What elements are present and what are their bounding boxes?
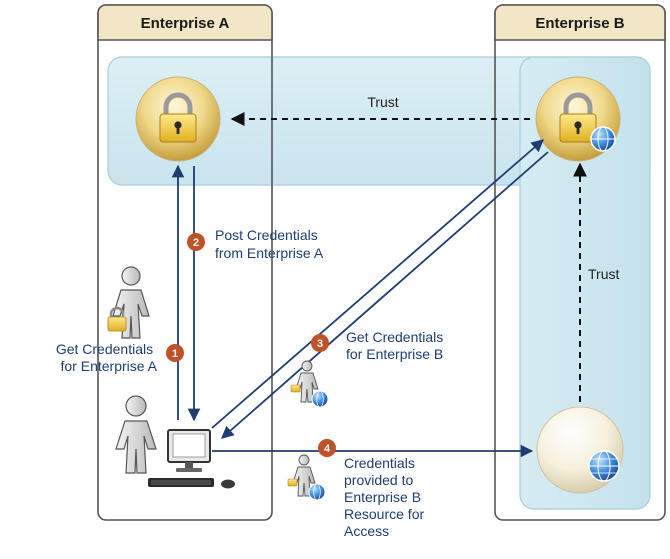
user-with-lock-icon xyxy=(107,266,150,339)
step-4-badge: 4 xyxy=(318,439,336,457)
step-4-label-line: Credentials xyxy=(344,455,415,471)
globe-icon xyxy=(590,126,616,152)
enterprise-b-resource xyxy=(536,406,624,494)
user-icon xyxy=(115,395,157,474)
step-4-label: Credentials provided to Enterprise B Res… xyxy=(344,455,428,539)
user-with-globe-icon xyxy=(287,454,326,501)
step-3-arrow-up xyxy=(211,139,544,429)
computer-icon xyxy=(148,429,235,489)
step-3-badge: 3 xyxy=(311,334,329,352)
step-1-label: Get Credentials for Enterprise A xyxy=(56,341,158,374)
lock-icon xyxy=(159,92,197,143)
step-2-label-line: Post Credentials xyxy=(215,227,318,243)
enterprise-a-box: Enterprise A xyxy=(97,4,273,521)
step-1-number: 1 xyxy=(172,348,178,360)
enterprise-b-title: Enterprise B xyxy=(535,15,624,32)
step-4-label-line: Enterprise B xyxy=(344,489,421,505)
enterprise-b-federation-service xyxy=(535,76,621,162)
step-3-number: 3 xyxy=(317,338,323,350)
lock-icon xyxy=(559,92,597,143)
step-3-label: Get Credentials for Enterprise B xyxy=(346,329,447,362)
step-1-label-line: Get Credentials xyxy=(56,341,153,357)
step-4-label-line: Resource for xyxy=(344,506,424,522)
step-4-label-line: Access xyxy=(344,523,389,539)
user-with-globe-icon xyxy=(290,360,329,408)
trust-label-vertical: Trust xyxy=(588,266,619,282)
step-1-label-line: for Enterprise A xyxy=(61,358,158,374)
step-2-badge: 2 xyxy=(187,233,205,251)
step-2-label-line: from Enterprise A xyxy=(215,245,324,261)
enterprise-b-column-band xyxy=(519,56,651,510)
step-4-label-line: provided to xyxy=(344,472,413,488)
step-4-number: 4 xyxy=(324,443,331,455)
enterprise-a-identity-provider xyxy=(135,76,221,162)
enterprise-b-box: Enterprise B xyxy=(494,4,666,521)
step-2-label: Post Credentials from Enterprise A xyxy=(215,227,324,261)
step-2-number: 2 xyxy=(193,237,199,249)
enterprise-a-title: Enterprise A xyxy=(141,15,230,32)
step-1-badge: 1 xyxy=(166,344,184,362)
step-3-label-line: for Enterprise B xyxy=(346,346,443,362)
trust-label-horizontal: Trust xyxy=(367,94,398,110)
step-3-label-line: Get Credentials xyxy=(346,329,443,345)
step-3-arrow-down xyxy=(221,151,549,439)
globe-icon xyxy=(588,450,620,482)
